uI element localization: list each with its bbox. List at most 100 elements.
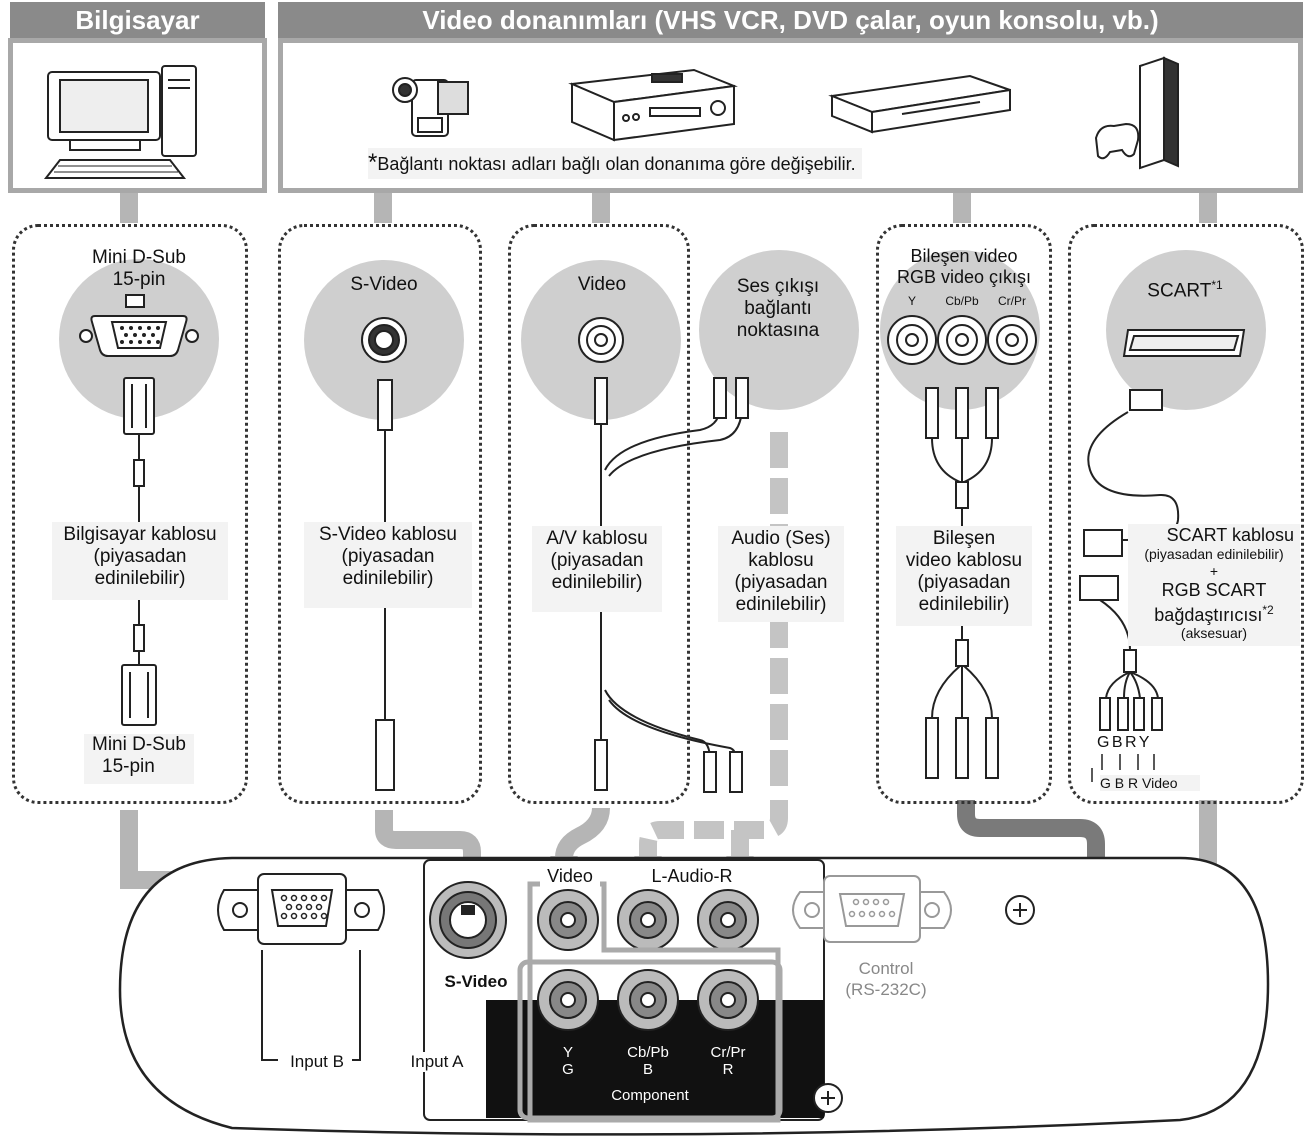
audio-cable-line1: Audio (Ses)	[731, 528, 831, 549]
audio-routing	[639, 800, 788, 858]
video-port	[578, 317, 624, 363]
scart-port-sup: *1	[1211, 278, 1223, 292]
component-cable	[925, 387, 999, 779]
projector-cr-line2: R	[722, 1061, 734, 1078]
projector-svideo-jack	[429, 881, 507, 959]
component-panel	[876, 224, 1052, 804]
scart-adapter-line3: (aksesuar)	[1180, 625, 1248, 641]
projector-video-label: Video	[540, 866, 600, 887]
screw-icons	[813, 895, 1035, 1113]
audio-output-line2: bağlantı	[744, 298, 812, 319]
computer-bottom-port-line1: Mini D-Sub	[92, 734, 186, 755]
scart-adapter-sup: *2	[1262, 603, 1274, 617]
connector-pipes	[120, 193, 1217, 223]
component-jack-cb: Cb/Pb	[945, 294, 979, 308]
projector-cb-label: Cb/Pb B	[618, 1044, 678, 1078]
vga-port-top	[79, 294, 199, 357]
component-port-line2: RGB video çıkışı	[896, 267, 1032, 287]
projector-cr-line1: Cr/Pr	[710, 1044, 746, 1061]
input-b-label: Input B	[282, 1052, 352, 1072]
projector-rca-top	[537, 889, 759, 951]
svideo-panel	[278, 224, 482, 804]
component-cable-label: Bileşen video kablosu (piyasadan edinile…	[896, 526, 1032, 626]
component-port-label: Bileşen video RGB video çıkışı	[884, 246, 1044, 288]
scart-plug-letters: G B R Y	[1097, 734, 1150, 751]
svideo-cable-line1: S-Video kablosu	[318, 524, 458, 545]
computer-header: Bilgisayar	[10, 2, 265, 38]
input-b-port	[217, 873, 385, 945]
scart-adapter-line1: RGB SCART	[1161, 580, 1267, 600]
projector-y-line1: Y	[562, 1044, 573, 1061]
scart-plus: +	[1209, 563, 1219, 579]
video-panel	[508, 224, 690, 804]
projector-audio-label: L-Audio-R	[632, 866, 752, 887]
audio-cable-line3: (piyasadan	[734, 572, 828, 593]
component-jacks	[887, 315, 1037, 365]
component-cable-line1: Bileşen	[932, 528, 996, 549]
computer-icon	[43, 65, 197, 179]
projector-control-label: Control (RS-232C)	[826, 958, 946, 1000]
computer-cable-label: Bilgisayar kablosu (piyasadan edinilebil…	[52, 522, 228, 600]
projector-control-line1: Control	[858, 959, 914, 978]
projector-y-label: Y G	[548, 1044, 588, 1078]
computer-top-port-line1: Mini D-Sub	[92, 247, 186, 268]
rs232-port	[792, 875, 952, 943]
port-name-note: *Bağlantı noktası adları bağlı olan dona…	[368, 148, 862, 179]
computer-top-port-label: Mini D-Sub 15-pin	[60, 247, 218, 291]
scart-port-text: SCART	[1147, 280, 1212, 302]
audio-cable-line2: kablosu	[748, 550, 814, 571]
audio-cable-label: Audio (Ses) kablosu (piyasadan edinilebi…	[718, 526, 844, 622]
computer-cable-line3: edinilebilir)	[94, 568, 186, 589]
audio-output-line1: Ses çıkışı	[736, 276, 820, 297]
projector-y-line2: G	[562, 1061, 574, 1078]
scart-port	[1122, 329, 1246, 357]
component-port-line1: Bileşen video	[910, 246, 1018, 266]
projector-cr-label: Cr/Pr R	[698, 1044, 758, 1078]
component-cable-line2: video kablosu	[905, 550, 1023, 571]
computer-cable-line1: Bilgisayar kablosu	[63, 524, 217, 545]
scart-adapter-line2: bağdaştırıcısı	[1154, 605, 1263, 625]
av-cable-label: A/V kablosu (piyasadan edinilebilir)	[532, 526, 662, 612]
camcorder-icon	[392, 77, 469, 137]
dvd-player-icon	[828, 74, 1011, 134]
av-cable-line2: (piyasadan	[550, 550, 644, 571]
component-cable-line3: (piyasadan	[917, 572, 1011, 593]
computer-panel	[12, 224, 248, 804]
vcr-icon	[568, 68, 738, 142]
scart-cable-line1: SCART kablosu	[1166, 525, 1294, 545]
component-jack-cr: Cr/Pr	[998, 294, 1026, 308]
scart-adapter-line2-wrap: bağdaştırıcısı*2	[1128, 600, 1300, 625]
av-cable-line3: edinilebilir)	[551, 572, 643, 593]
scart-cable-line2: (piyasadan edinilebilir)	[1144, 546, 1284, 562]
scart-panel	[1068, 224, 1304, 804]
svideo-port	[361, 317, 407, 363]
av-cable-line1: A/V kablosu	[546, 528, 648, 549]
game-console-icon	[1094, 56, 1179, 170]
scart-port-label: SCART*1	[1110, 278, 1260, 302]
projector-component-label: Component	[611, 1087, 689, 1104]
scart-jack-letters: G B R Video	[1100, 775, 1200, 791]
projector-svideo-label: S-Video	[444, 972, 508, 991]
scart-cable	[1079, 389, 1180, 782]
video-port-label: Video	[577, 274, 627, 295]
projector-cb-line2: B	[642, 1061, 653, 1078]
computer-cable-line2: (piyasadan	[93, 546, 187, 567]
av-cable	[594, 377, 749, 793]
computer-top-port-line2: 15-pin	[112, 269, 166, 290]
computer-bottom-port-label: Mini D-Sub 15-pin	[84, 734, 194, 784]
svideo-cable-label: S-Video kablosu (piyasadan edinilebilir)	[304, 522, 472, 608]
projector-rca-component	[537, 969, 759, 1031]
component-jack-y: Y	[907, 294, 916, 308]
video-equipment-header: Video donanımları (VHS VCR, DVD çalar, o…	[278, 2, 1303, 38]
audio-cable-line4: edinilebilir)	[735, 594, 827, 615]
projector-control-line2: (RS-232C)	[845, 980, 927, 999]
audio-output-line3: noktasına	[736, 320, 820, 341]
note-text: Bağlantı noktası adları bağlı olan donan…	[377, 154, 856, 174]
component-cable-line4: edinilebilir)	[918, 594, 1010, 615]
computer-bottom-port-line2: 15-pin	[102, 756, 155, 777]
note-asterisk: *	[368, 149, 378, 176]
audio-output-label: Ses çıkışı bağlantı noktasına	[712, 276, 844, 342]
svideo-port-label: S-Video	[350, 274, 418, 295]
svideo-cable-line2: (piyasadan	[341, 546, 435, 567]
svideo-cable-line3: edinilebilir)	[342, 568, 434, 589]
